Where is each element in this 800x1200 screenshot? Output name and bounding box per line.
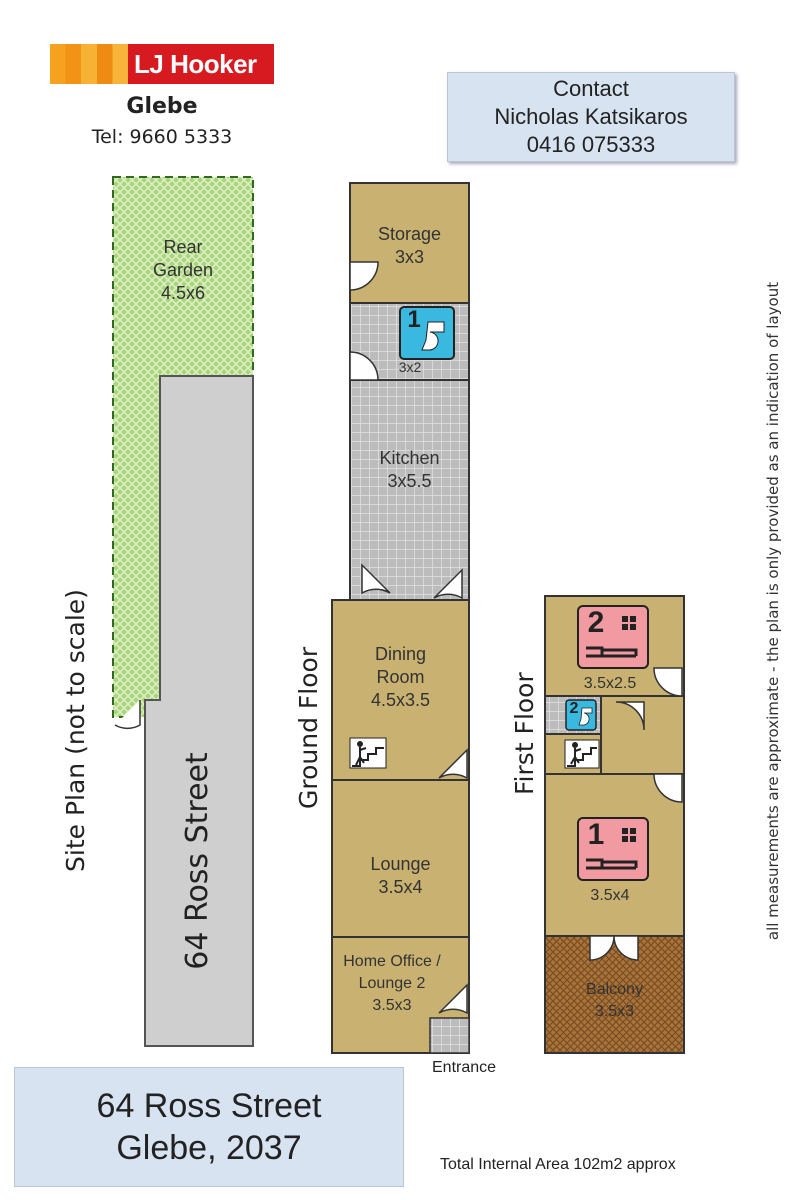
bath-2-number: 2 — [569, 700, 579, 717]
logo-stripes — [50, 44, 128, 84]
door-icon — [349, 261, 379, 291]
door-icon — [653, 773, 683, 803]
address-line-2: Glebe, 2037 — [116, 1129, 302, 1167]
room-name: Storage — [377, 224, 442, 244]
first-floor-label: First Floor — [510, 672, 539, 795]
garden-label: Rear Garden 4.5x6 — [113, 225, 253, 315]
entrance-tiles — [429, 1017, 470, 1054]
kitchen-label: Kitchen 3x5.5 — [350, 440, 469, 500]
storage-room — [349, 182, 470, 304]
toilet-icon — [399, 306, 455, 360]
room-dims: 3.5x3 — [594, 1003, 635, 1020]
balcony-doors — [589, 935, 639, 961]
garden-name: Rear Garden — [153, 236, 214, 280]
dining-label: Dining Room 4.5x3.5 — [332, 638, 469, 716]
toilet-dims: 3x2 — [398, 358, 422, 375]
toilet-number: 1 — [407, 306, 421, 333]
address-line-1: 64 Ross Street — [96, 1087, 322, 1125]
stairs-icon — [349, 737, 387, 769]
street-label: 64 Ross Street — [180, 752, 215, 970]
contact-box: Contact Nicholas Katsikaros 0416 075333 — [447, 72, 735, 162]
toilet-icon-2 — [565, 699, 597, 731]
door-icon — [438, 748, 468, 780]
room-dims: 3x5.5 — [387, 471, 432, 491]
room-name: Home Office / Lounge 2 — [343, 953, 441, 992]
room-dims: 4.5x3.5 — [370, 689, 431, 710]
room-dims: 3.5x3 — [372, 997, 412, 1014]
door-icon — [615, 701, 645, 731]
balcony-label: Balcony 3.5x3 — [545, 976, 684, 1026]
stairs-icon-2 — [564, 739, 600, 769]
disclaimer: all measurements are approximate - the p… — [764, 281, 782, 941]
contact-phone: 0416 075333 — [526, 132, 656, 157]
logo-text: LJ Hooker — [128, 44, 274, 84]
room-dims: 3x3 — [394, 247, 425, 267]
office-phone: Tel: 9660 5333 — [91, 126, 233, 148]
entrance-label: Entrance — [432, 1059, 497, 1076]
door-icon — [433, 568, 463, 600]
contact-name: Nicholas Katsikaros — [494, 104, 688, 129]
contact-heading: Contact — [553, 76, 629, 101]
lounge-label: Lounge 3.5x4 — [332, 848, 469, 904]
bedroom-1-dims: 3.5x4 — [590, 886, 630, 904]
lounge-room — [331, 779, 470, 938]
address-box: 64 Ross Street Glebe, 2037 — [14, 1067, 404, 1187]
room-name: Kitchen — [379, 448, 440, 468]
bedroom-2-number: 2 — [587, 606, 605, 639]
door-icon — [361, 563, 391, 595]
ground-floor-label: Ground Floor — [294, 646, 323, 809]
office-name: Glebe — [126, 94, 198, 119]
room-name: Dining Room — [374, 643, 427, 687]
room-dims: 3.5x4 — [378, 877, 423, 897]
bedroom-2-icon — [577, 605, 649, 669]
bedroom-1-icon — [577, 817, 649, 881]
site-door-icon — [114, 700, 141, 730]
door-icon — [349, 351, 379, 381]
home-office-label: Home Office / Lounge 2 3.5x3 — [336, 946, 448, 1022]
lj-hooker-logo: LJ Hooker — [50, 44, 274, 84]
site-plan-label: Site Plan (not to scale) — [61, 589, 90, 872]
bedroom-1-number: 1 — [587, 818, 605, 851]
bedroom-2-dims: 3.5x2.5 — [583, 674, 637, 692]
door-icon — [653, 667, 683, 697]
room-name: Lounge — [370, 854, 431, 874]
room-name: Balcony — [586, 981, 643, 998]
door-icon — [438, 983, 468, 1015]
kitchen-room — [349, 379, 470, 601]
storage-label: Storage 3x3 — [350, 218, 469, 274]
total-area: Total Internal Area 102m2 approx — [440, 1156, 676, 1173]
garden-dims: 4.5x6 — [160, 282, 206, 303]
house-footprint — [144, 375, 254, 1047]
